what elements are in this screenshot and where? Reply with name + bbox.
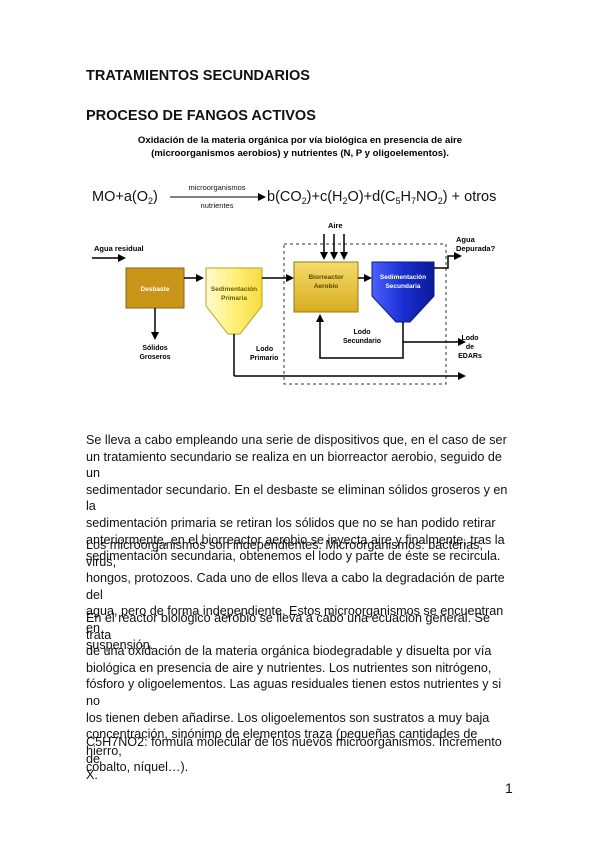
label-agua-depurada: Agua — [456, 235, 476, 244]
label-lodo-secundario: Lodo — [353, 329, 370, 336]
svg-text:Secundaria: Secundaria — [385, 283, 420, 290]
paragraph-1: Se lleva a cabo empleando una serie de d… — [86, 433, 508, 564]
page-number: 1 — [505, 780, 513, 796]
svg-text:Primaria: Primaria — [221, 295, 247, 302]
label-aire: Aire — [328, 221, 343, 230]
process-diagram: Oxidación de la materia orgánica por vía… — [92, 135, 496, 385]
svg-text:EDARs: EDARs — [458, 353, 482, 360]
label-lodo-primario: Lodo — [256, 346, 273, 353]
system-boundary — [283, 243, 447, 385]
svg-text:de: de — [466, 344, 474, 351]
svg-text:Aerobio: Aerobio — [314, 283, 339, 290]
eq-below: nutrientes — [201, 201, 234, 210]
primary-settler — [205, 267, 263, 335]
label-biorreactor: Biorreactor — [308, 274, 344, 281]
subsection-title: PROCESO DE FANGOS ACTIVOS — [86, 108, 316, 124]
label-sed-primaria: Sedimentación — [211, 286, 257, 293]
svg-text:Primario: Primario — [250, 355, 278, 362]
chemical-equation: MO+a(O2) microorganismos nutrientes b(CO… — [92, 183, 496, 210]
section-title: TRATAMIENTOS SECUNDARIOS — [86, 68, 310, 84]
secondary-settler — [371, 261, 435, 323]
paragraph-3: En el reactor biológico aerobio se lleva… — [86, 611, 502, 775]
svg-text:b(CO2)+c(H2O)+d(C5H7NO2) + otr: b(CO2)+c(H2O)+d(C5H7NO2) + otros — [267, 189, 496, 206]
bioreactor — [293, 261, 359, 313]
caption-line1: Oxidación de la materia orgánica por vía… — [138, 135, 462, 146]
svg-text:Groseros: Groseros — [139, 354, 170, 361]
caption-line2: (microorganismos aerobios) y nutrientes … — [151, 148, 449, 159]
label-lodo-edars: Lodo — [461, 335, 478, 342]
paragraph-2: Los microorganismos son independientes. … — [86, 538, 505, 652]
svg-text:MO+a(O2): MO+a(O2) — [92, 189, 158, 206]
label-desbaste: Desbaste — [141, 286, 170, 293]
svg-text:Secundario: Secundario — [343, 338, 381, 345]
label-solidos: Sólidos — [142, 345, 167, 352]
desbaste-unit — [125, 267, 185, 309]
label-agua-residual: Agua residual — [94, 244, 144, 253]
label-sed-secundaria: Sedimentación — [380, 274, 426, 281]
eq-above: microorganismos — [188, 183, 245, 192]
paragraph-4: C5H7NO2: fórmula molecular de los nuevos… — [86, 735, 502, 783]
svg-text:Depurada?: Depurada? — [456, 244, 496, 253]
